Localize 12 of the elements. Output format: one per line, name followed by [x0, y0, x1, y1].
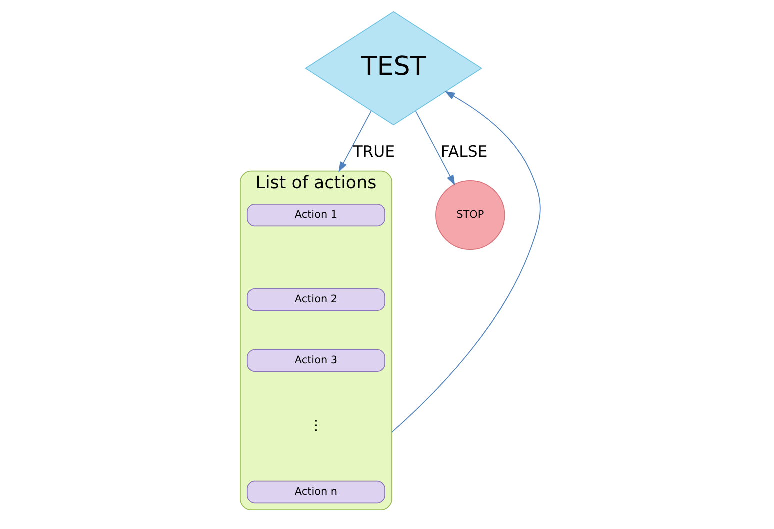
arrow — [338, 110, 372, 172]
node-box: Action 1 — [246, 204, 386, 227]
arrow — [415, 110, 456, 186]
edge-label: FALSE — [440, 142, 488, 161]
label: ⋮ — [309, 418, 324, 434]
edge-label: TRUE — [353, 142, 396, 161]
node-box: Action n — [246, 480, 386, 504]
arrow — [392, 91, 541, 433]
node-diamond: TEST — [304, 11, 482, 126]
node-box: Action 3 — [246, 349, 386, 372]
node-box: Action 2 — [246, 288, 386, 312]
node-circle: STOP — [436, 180, 506, 250]
